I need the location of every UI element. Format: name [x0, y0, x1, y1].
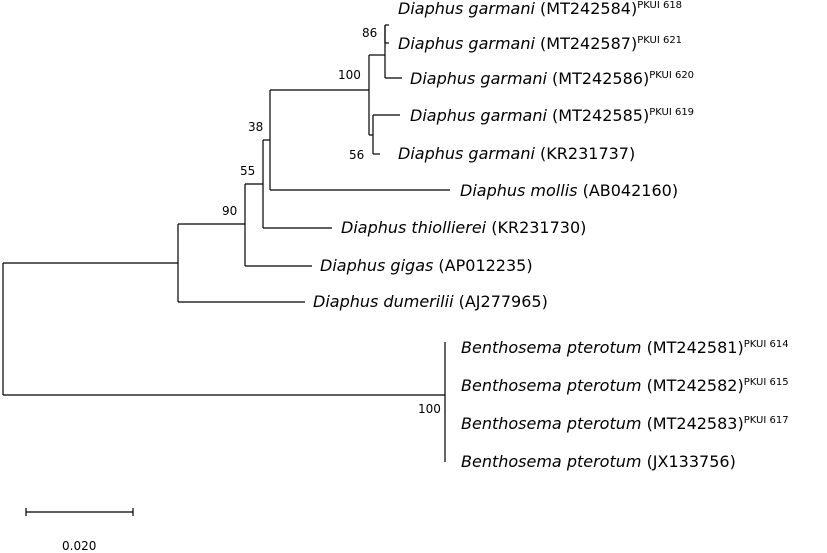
taxon-label: Diaphus garmani (KR231737): [398, 144, 635, 163]
scale-bar: 0.020: [25, 508, 134, 553]
scale-bar-label: 0.020: [62, 539, 96, 553]
taxon-label: Diaphus garmani (MT242586)PKUI 620: [410, 69, 694, 88]
taxon-label: Benthosema pterotum (MT242582)PKUI 615: [461, 376, 789, 395]
bootstrap-86: 86: [362, 26, 377, 40]
taxon-label: Diaphus garmani (MT242585)PKUI 619: [410, 106, 694, 125]
taxon-label: Benthosema pterotum (MT242581)PKUI 614: [461, 338, 789, 357]
bootstrap-90: 90: [222, 204, 237, 218]
taxon-label: Diaphus garmani (MT242587)PKUI 621: [398, 34, 682, 53]
taxon-label: Benthosema pterotum (MT242583)PKUI 617: [461, 414, 789, 433]
taxon-label: Diaphus gigas (AP012235): [320, 256, 533, 275]
bootstrap-100-garmani: 100: [338, 68, 361, 82]
taxon-label: Benthosema pterotum (JX133756): [461, 452, 736, 471]
bootstrap-38: 38: [248, 120, 263, 134]
taxon-label: Diaphus dumerilii (AJ277965): [313, 292, 548, 311]
taxon-label: Diaphus mollis (AB042160): [460, 181, 678, 200]
bootstrap-55: 55: [240, 164, 255, 178]
taxon-label: Diaphus garmani (MT242584)PKUI 618: [398, 0, 682, 18]
bootstrap-100-benthosema: 100: [418, 402, 441, 416]
taxon-label: Diaphus thiollierei (KR231730): [341, 218, 586, 237]
bootstrap-56: 56: [349, 148, 364, 162]
